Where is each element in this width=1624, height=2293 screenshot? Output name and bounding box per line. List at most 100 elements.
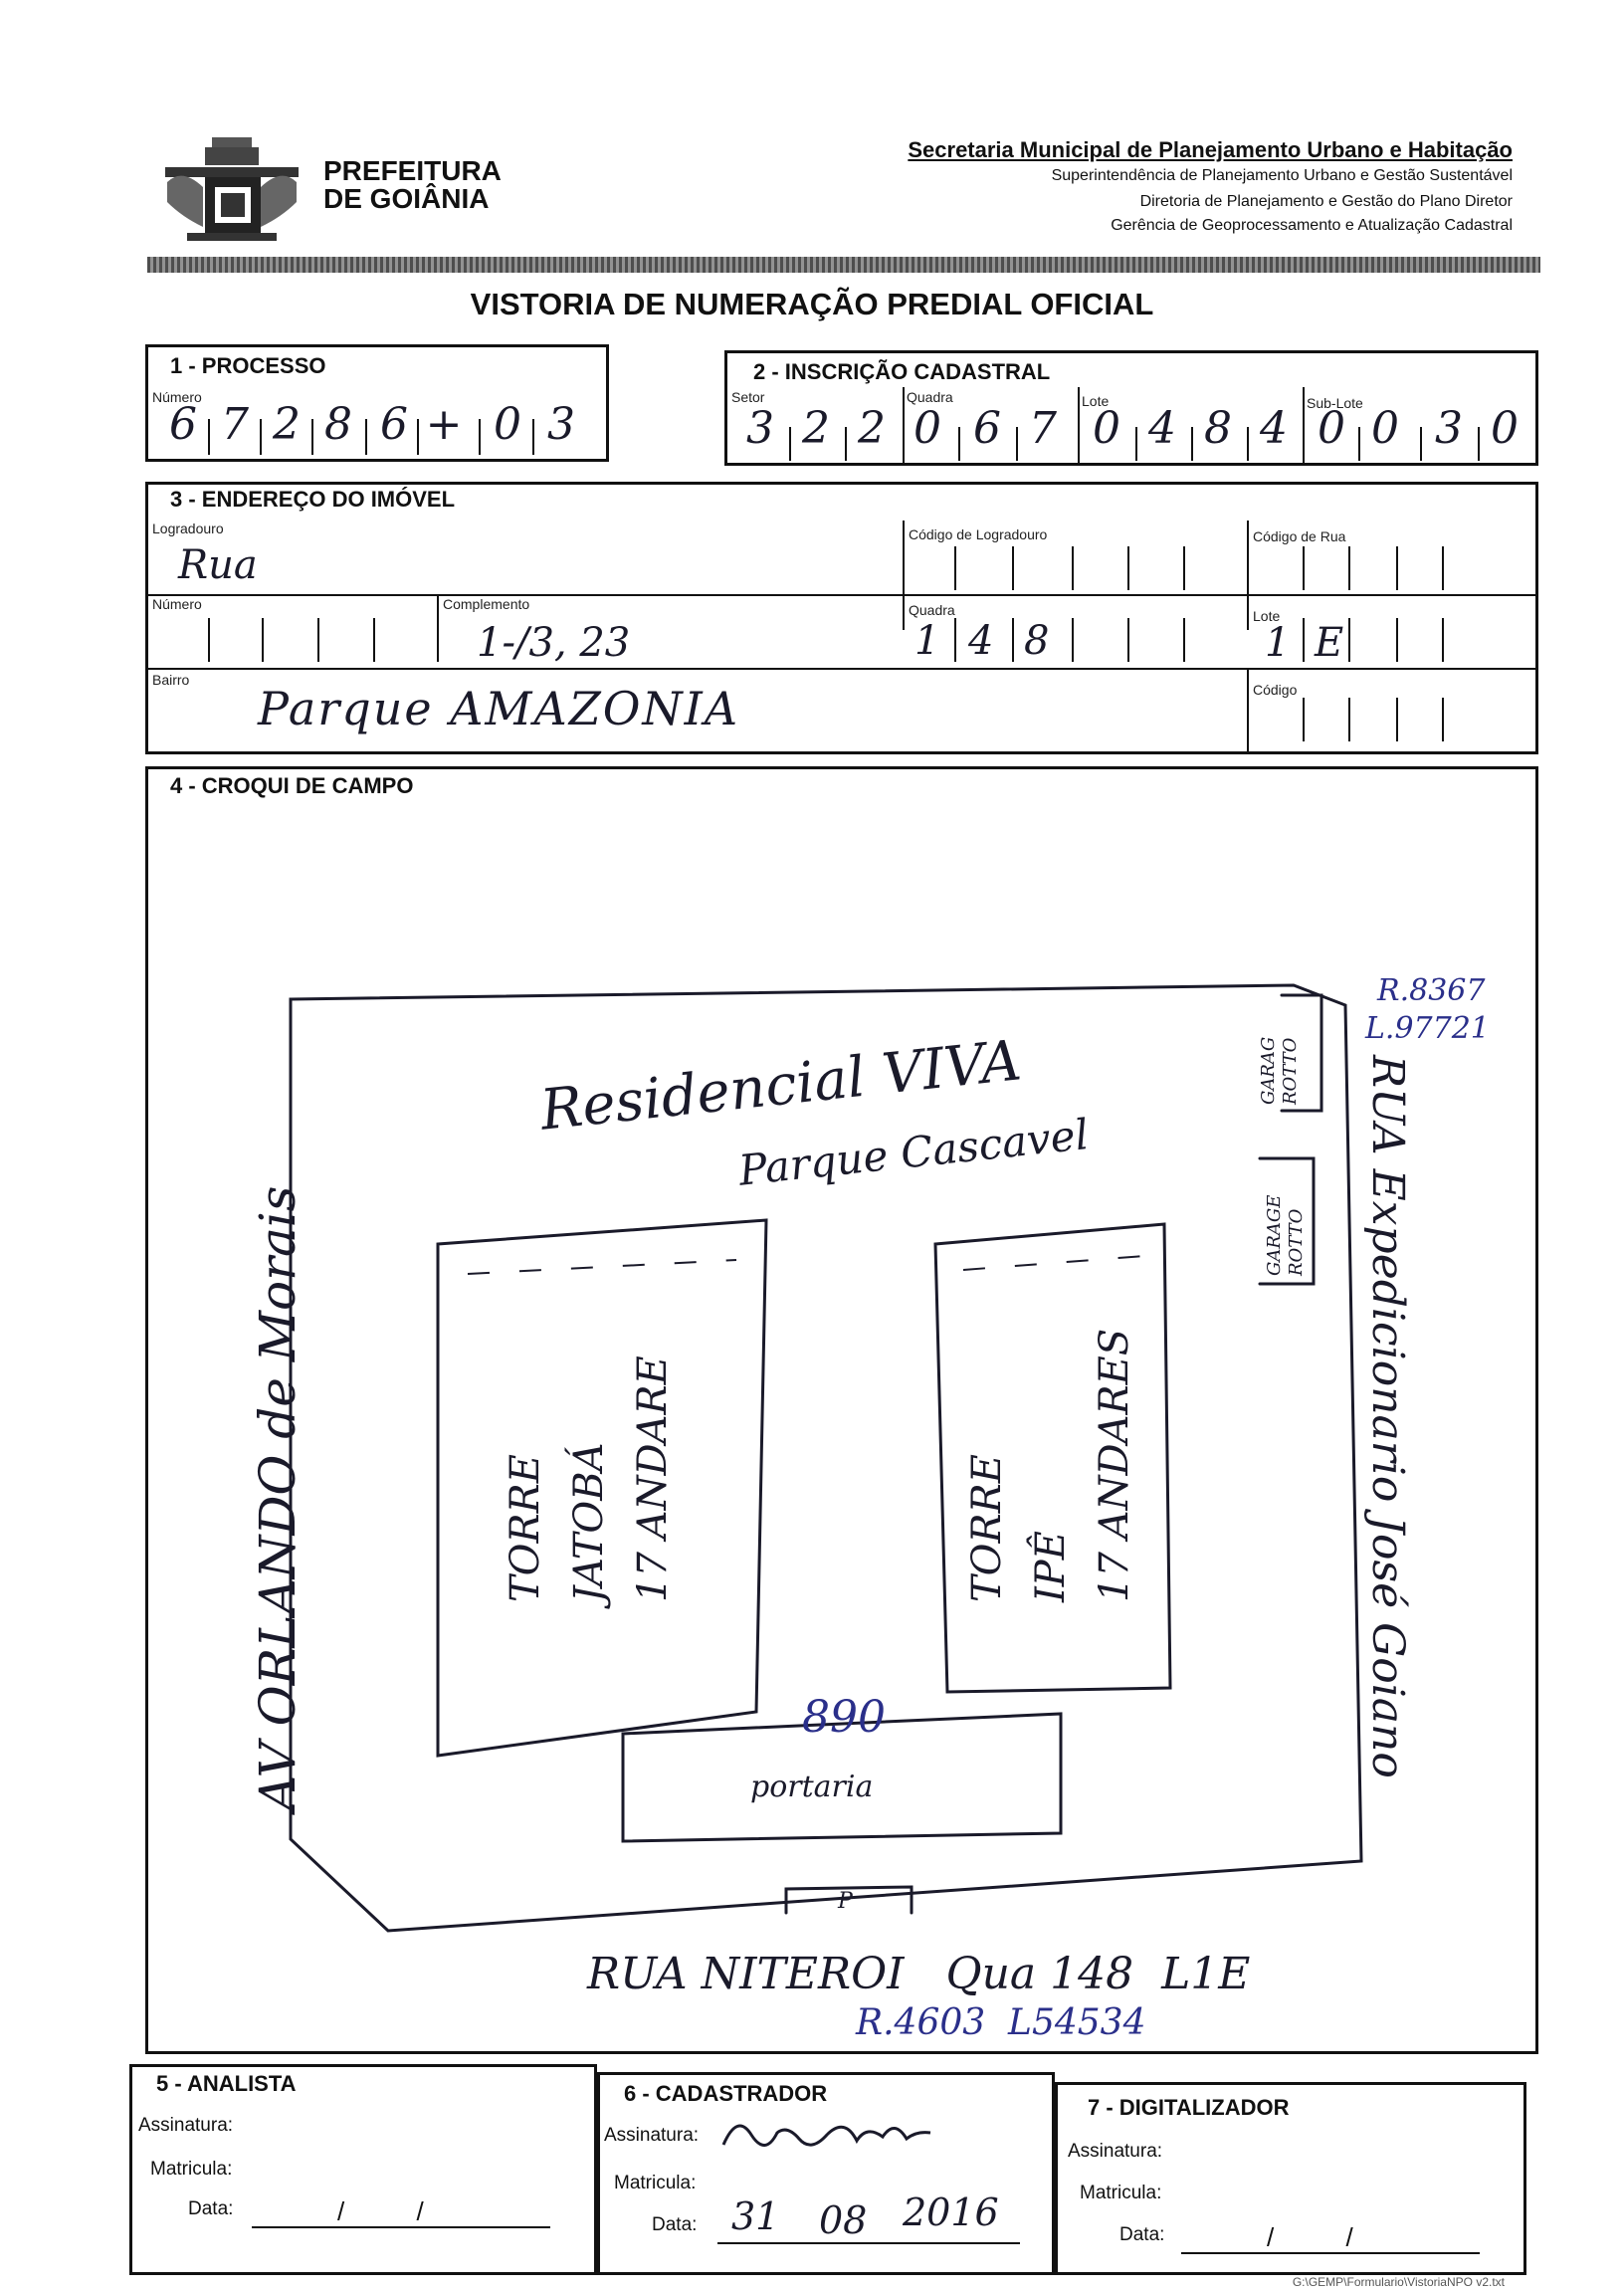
lot-outline	[289, 983, 1363, 1933]
field-divider	[1247, 521, 1249, 630]
digitalizador-date-slashes: / /	[1267, 2222, 1353, 2252]
complemento-value: 1-/3, 23	[477, 620, 631, 666]
quadra-digit: 4	[968, 618, 994, 664]
torre-ipe-line2: IPÊ	[1028, 1531, 1074, 1602]
inscricao-digit: 2	[802, 403, 830, 454]
digit-divider	[1396, 698, 1398, 741]
cadastrador-data-label: Data:	[652, 2214, 698, 2235]
inscricao-digit: 4	[1260, 403, 1288, 454]
digit-divider	[1016, 427, 1018, 461]
processo-digit: 2	[273, 399, 301, 450]
garage-top-line2: ROTTO	[1280, 1037, 1301, 1105]
processo-digit: 3	[547, 399, 575, 450]
analista-assinatura-label: Assinatura:	[138, 2115, 234, 2136]
street-left: AV ORLANDO de Morais	[249, 1185, 306, 1811]
endereco-box: 3 - ENDEREÇO DO IMÓVEL Logradouro Rua Có…	[145, 482, 1538, 754]
digitalizador-data-label: Data:	[1119, 2224, 1165, 2245]
digit-divider	[789, 427, 791, 461]
cadastrador-matricula-label: Matricula:	[614, 2173, 697, 2193]
digit-divider	[1396, 618, 1398, 662]
row-rule	[148, 668, 1535, 670]
form-title: VISTORIA DE NUMERAÇÃO PREDIAL OFICIAL	[470, 287, 1154, 321]
numero-predial: 890	[802, 1692, 886, 1743]
garage-top-label: GARAG ROTTO	[1258, 1037, 1302, 1105]
inscricao-setor-label: Setor	[731, 389, 765, 405]
analista-date-slashes: / /	[337, 2196, 424, 2226]
analista-data-label: Data:	[188, 2198, 234, 2219]
gate-outline	[784, 1885, 914, 1915]
digit-divider	[954, 546, 956, 590]
inscricao-digit: 2	[858, 403, 886, 454]
digit-divider	[373, 618, 375, 662]
digit-divider	[1127, 618, 1129, 662]
garage-bottom-line2: ROTTO	[1286, 1208, 1307, 1276]
digit-divider	[845, 427, 847, 461]
digit-divider	[1348, 698, 1350, 741]
field-divider	[903, 521, 905, 630]
torre-ipe-line3: 17 ANDARES	[1092, 1328, 1137, 1602]
digit-divider	[260, 419, 262, 455]
digit-divider	[1191, 427, 1193, 461]
digit-divider	[1247, 427, 1249, 461]
inscricao-digit: 6	[973, 403, 1001, 454]
digit-divider	[1072, 546, 1074, 590]
inscricao-digit: 0	[1318, 403, 1345, 454]
digit-divider	[1478, 427, 1480, 461]
codigo-label: Código	[1253, 682, 1298, 698]
quadra-digit: 1	[914, 618, 940, 664]
bairro-label: Bairro	[152, 672, 190, 688]
digit-divider	[954, 618, 956, 662]
digitalizador-date-line	[1181, 2252, 1480, 2254]
digit-divider	[1442, 618, 1444, 662]
cadastrador-signature	[721, 2124, 931, 2147]
digit-divider	[1183, 546, 1185, 590]
digit-divider	[1442, 698, 1444, 741]
processo-digit: 7	[221, 399, 249, 450]
cadastrador-title: 6 - CADASTRADOR	[624, 2081, 828, 2106]
logradouro-label: Logradouro	[152, 521, 224, 536]
inscricao-digit: 0	[1491, 403, 1519, 454]
digit-divider	[1135, 427, 1137, 461]
digit-divider	[1012, 546, 1014, 590]
row-rule	[148, 594, 1535, 596]
municipality-line2: DE GOIÂNIA	[323, 183, 490, 214]
digitalizador-matricula-label: Matricula:	[1080, 2183, 1162, 2203]
digitalizador-assinatura-label: Assinatura:	[1068, 2141, 1163, 2162]
cadastrador-date-year: 2016	[903, 2190, 999, 2234]
garage-top-line1: GARAG	[1258, 1036, 1279, 1105]
digit-divider	[1358, 427, 1360, 461]
torre-jatoba-label: TORRE JATOBÁ 17 ANDARE	[494, 1355, 685, 1602]
lote-digit: 1	[1265, 620, 1291, 666]
reference-top-l: L.97721	[1365, 1011, 1490, 1046]
digit-divider	[208, 618, 210, 662]
torre-jatoba-outline	[436, 1218, 768, 1758]
digit-divider	[1303, 546, 1305, 590]
municipality-name: PREFEITURA DE GOIÂNIA	[323, 157, 502, 213]
torre-ipe-label: TORRE IPÊ 17 ANDARES	[955, 1329, 1146, 1602]
digit-divider	[1303, 698, 1305, 741]
quadra-label: Quadra	[909, 602, 955, 618]
digit-divider	[1348, 546, 1350, 590]
inscricao-digit: 7	[1029, 403, 1057, 454]
digit-divider	[417, 419, 419, 455]
inscricao-digit: 8	[1204, 403, 1232, 454]
codigo-logradouro-label: Código de Logradouro	[909, 526, 1048, 542]
cadastrador-assinatura-label: Assinatura:	[604, 2125, 700, 2146]
garage-bottom-box	[1258, 1156, 1316, 1286]
digit-divider	[1127, 546, 1129, 590]
inscricao-digit: 0	[914, 403, 941, 454]
cadastrador-date-line	[717, 2242, 1020, 2244]
inscricao-box: 2 - INSCRIÇÃO CADASTRAL Setor Quadra Lot…	[724, 350, 1538, 466]
inscricao-digit: 0	[1371, 403, 1399, 454]
digit-divider	[311, 419, 313, 455]
torre-ipe-outline	[933, 1222, 1172, 1694]
processo-numero-label: Número	[152, 389, 202, 405]
inscricao-digit: 3	[746, 403, 774, 454]
group-divider	[1303, 387, 1305, 463]
cadastrador-date-day: 31	[731, 2194, 780, 2238]
digit-divider	[1442, 546, 1444, 590]
processo-digit: 8	[324, 399, 352, 450]
reference-top-r: R.8367	[1377, 973, 1486, 1008]
digitalizador-title: 7 - DIGITALIZADOR	[1088, 2095, 1290, 2120]
